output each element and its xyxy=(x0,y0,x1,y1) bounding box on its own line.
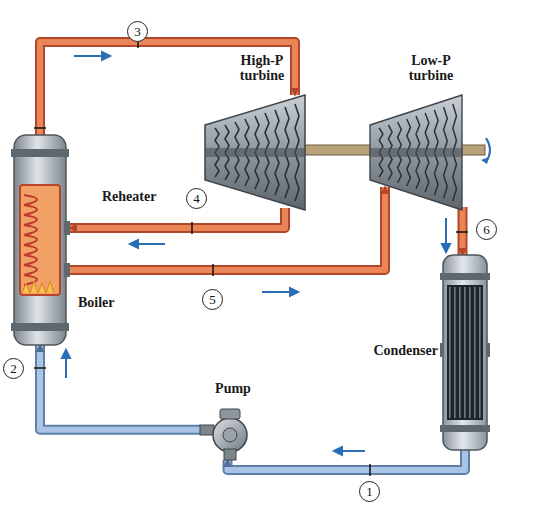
drawing-part xyxy=(11,149,69,157)
drawing-part xyxy=(40,345,200,430)
drawing-part xyxy=(460,207,466,255)
callout-number: 2 xyxy=(3,358,24,379)
drawing-part xyxy=(130,240,138,248)
drawing-part xyxy=(262,291,292,293)
drawing-part xyxy=(102,52,110,60)
drawing-part xyxy=(70,208,285,228)
component-label: Condenser xyxy=(362,343,438,358)
drawing-part xyxy=(200,425,214,435)
drawing-part xyxy=(70,187,385,270)
turbine-casing xyxy=(370,95,462,210)
drawing-part xyxy=(228,450,466,470)
drawing-part xyxy=(458,207,468,255)
boiler-vessel: Boiler xyxy=(10,135,70,345)
feed-pump: Pump xyxy=(200,405,255,460)
drawing-part xyxy=(479,287,481,418)
drawing-part xyxy=(228,450,466,470)
drawing-part xyxy=(440,273,490,280)
drawing-part xyxy=(370,148,462,157)
drawing-part xyxy=(34,127,46,129)
drawing-part xyxy=(449,287,451,418)
low-pressure-turbine: Low-P turbine xyxy=(370,95,462,210)
condenser-unit: Condenser xyxy=(440,255,490,450)
steam-pipe xyxy=(70,187,385,270)
drawing-part xyxy=(40,345,200,430)
drawing-part xyxy=(224,449,236,460)
drawing-part xyxy=(445,218,447,246)
state-ticks xyxy=(34,36,468,476)
drawing-part xyxy=(454,287,456,418)
drawing-part xyxy=(474,287,476,418)
callout-number: 4 xyxy=(186,188,207,209)
drawing-part xyxy=(223,428,237,442)
drawing-part xyxy=(442,244,450,252)
drawing-part xyxy=(443,255,487,450)
drawing-part xyxy=(24,195,37,285)
flow-arrows xyxy=(62,52,450,455)
drawing-part xyxy=(212,264,214,276)
part-label: Reheater xyxy=(102,189,156,205)
drawing-part xyxy=(205,148,305,157)
drawing-part xyxy=(469,287,471,418)
drawing-part xyxy=(220,409,240,419)
callout-number: 6 xyxy=(476,219,497,240)
condenser-shell xyxy=(440,255,490,450)
drawing-part xyxy=(11,323,69,331)
drawing-part xyxy=(70,208,285,228)
component-label: High-P turbine xyxy=(231,53,293,83)
component-label: Boiler xyxy=(78,295,138,310)
drawing-part xyxy=(191,222,193,234)
drawing-part xyxy=(456,231,468,233)
drawing-part xyxy=(440,343,444,357)
drawing-part xyxy=(334,447,342,455)
turbine-casing xyxy=(205,95,305,210)
drawing-part xyxy=(74,55,104,57)
drawing-part xyxy=(464,287,466,418)
callout-number: 1 xyxy=(359,481,380,502)
drawing-part xyxy=(459,287,461,418)
boiler-vessel xyxy=(10,135,70,345)
drawing-part xyxy=(370,95,462,210)
drawing-part xyxy=(205,95,305,210)
pump-body xyxy=(200,405,255,460)
drawing-part xyxy=(213,418,247,452)
callout-number: 3 xyxy=(127,21,148,42)
drawing-part xyxy=(64,263,70,277)
drawing-part xyxy=(340,450,365,452)
callout-number: 5 xyxy=(202,289,223,310)
component-label: Low-P turbine xyxy=(400,53,462,83)
drawing-part xyxy=(290,288,298,296)
drawing-part xyxy=(369,464,371,476)
drawing-part xyxy=(14,135,66,345)
drawing-part xyxy=(137,36,139,48)
steam-pipe xyxy=(462,207,463,255)
drawing-part xyxy=(447,285,483,420)
drawing-part xyxy=(62,350,70,358)
high-pressure-turbine: High-P turbine xyxy=(205,95,305,210)
drawing-part xyxy=(65,356,67,378)
drawing-part xyxy=(20,185,60,295)
drawing-part xyxy=(22,281,54,293)
drawing-part xyxy=(486,343,490,357)
water-pipe xyxy=(228,450,466,470)
drawing-part xyxy=(64,221,70,235)
water-pipe xyxy=(40,345,200,430)
component-label: Pump xyxy=(208,381,258,396)
drawing-part xyxy=(440,425,490,432)
drawing-part xyxy=(136,243,165,245)
rotation-arrowhead xyxy=(481,157,489,164)
steam-pipe xyxy=(70,208,285,228)
drawing-part xyxy=(70,187,385,270)
drawing-part xyxy=(34,367,46,369)
